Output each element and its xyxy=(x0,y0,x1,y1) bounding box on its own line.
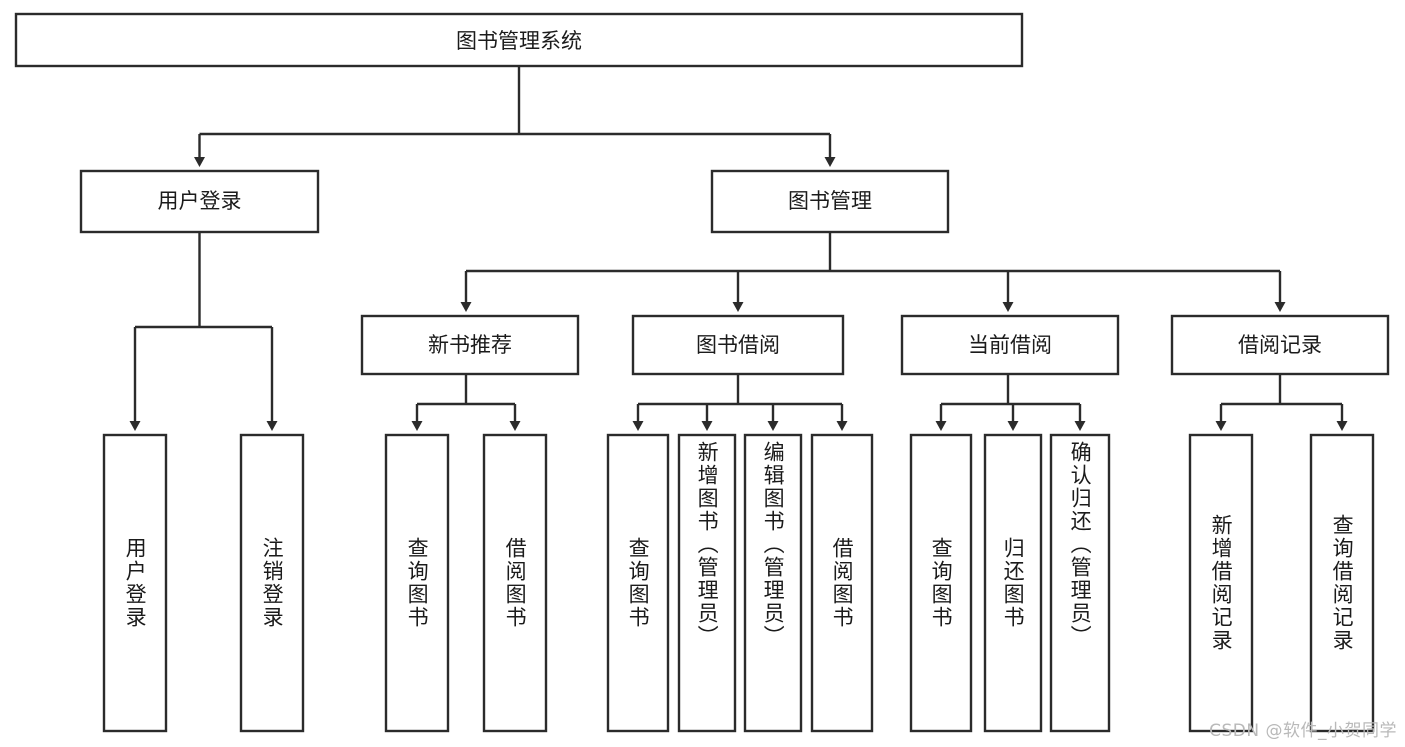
node-current-borrow-box[interactable] xyxy=(900,314,1120,376)
horizontal-label-layer: 图书管理系统 用户登录 图书管理 新书推荐 图书借阅 当前借阅 借阅记录 xyxy=(158,29,1323,357)
leaf-query-book-cb-box[interactable] xyxy=(909,433,973,733)
node-root-box[interactable] xyxy=(14,12,1024,68)
node-book-borrow-box[interactable] xyxy=(631,314,845,376)
connector-layer xyxy=(129,66,1348,431)
leaf-confirm-return-admin-box[interactable] xyxy=(1049,433,1111,733)
node-book-management-box[interactable] xyxy=(710,169,950,234)
node-book-borrow-label: 图书借阅 xyxy=(696,333,780,357)
node-user-login-box[interactable] xyxy=(79,169,320,234)
csdn-watermark: CSDN @软件_小贺同学 xyxy=(1209,721,1397,741)
node-root-label: 图书管理系统 xyxy=(456,29,582,53)
node-borrow-records-label: 借阅记录 xyxy=(1238,333,1322,357)
leaf-query-book-bb-box[interactable] xyxy=(606,433,670,733)
leaf-logout-box[interactable] xyxy=(239,433,305,733)
leaf-borrow-book-nb-box[interactable] xyxy=(482,433,548,733)
leaf-query-book-nb-box[interactable] xyxy=(384,433,450,733)
leaf-borrow-book-bb-box[interactable] xyxy=(810,433,874,733)
node-new-book-recommend-label: 新书推荐 xyxy=(428,333,512,357)
box-layer xyxy=(14,12,1390,733)
node-book-management-label: 图书管理 xyxy=(788,189,872,213)
leaf-query-borrow-record-box[interactable] xyxy=(1309,433,1375,733)
leaf-return-book-box[interactable] xyxy=(983,433,1043,733)
leaf-edit-book-admin-box[interactable] xyxy=(743,433,803,733)
node-current-borrow-label: 当前借阅 xyxy=(968,333,1052,357)
leaf-add-borrow-record-box[interactable] xyxy=(1188,433,1254,733)
node-new-book-recommend-box[interactable] xyxy=(360,314,580,376)
node-borrow-records-box[interactable] xyxy=(1170,314,1390,376)
leaf-user-login-box[interactable] xyxy=(102,433,168,733)
leaf-add-book-admin-box[interactable] xyxy=(677,433,737,733)
node-user-login-label: 用户登录 xyxy=(158,189,242,213)
